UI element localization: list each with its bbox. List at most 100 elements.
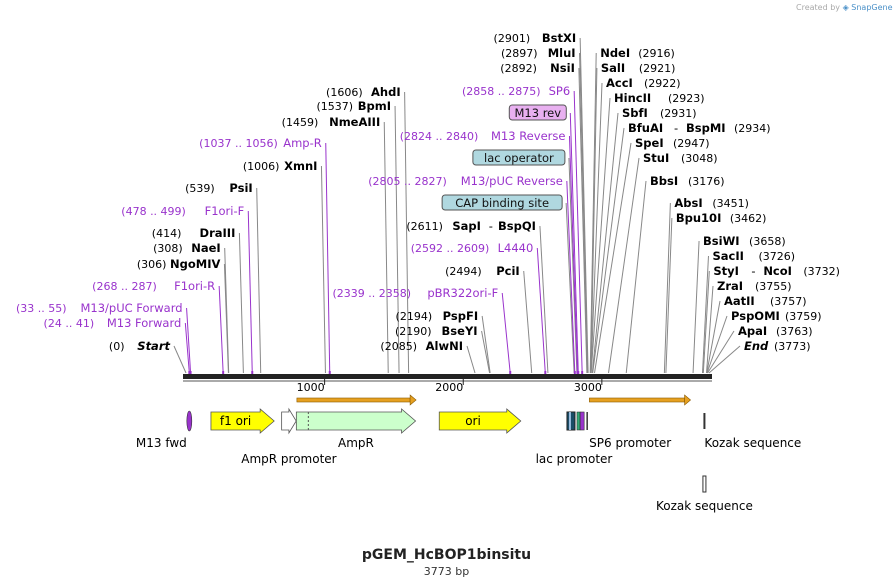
enzyme-label: ZraI(3755): [717, 279, 792, 293]
enzyme-name: NgoMIV: [170, 257, 220, 271]
primer-label: M13 Reverse (2824 .. 2840): [400, 129, 566, 143]
primer-name: F1ori-R: [174, 279, 215, 293]
leader-line: [565, 202, 575, 374]
primer-mark: [251, 371, 254, 374]
feature-label: M13 fwd: [136, 436, 187, 450]
enzyme-label: NaeI(308): [153, 241, 221, 255]
leader-line: [578, 67, 588, 374]
enzyme-coord: (2190): [395, 325, 432, 338]
enzyme-name: MluI: [548, 46, 576, 60]
enzyme-name: ZraI: [717, 279, 743, 293]
enzyme-label: PspOMI(3759): [731, 309, 822, 323]
primer-label: SP6(2858 .. 2875): [462, 84, 570, 98]
primer-label: Amp-R(1037 .. 1056): [199, 136, 322, 150]
leader-line: [320, 165, 326, 374]
leader-line: [573, 90, 583, 374]
endpoint-name: Start: [137, 339, 170, 353]
credit-brand: SnapGene: [851, 3, 893, 12]
enzyme-name: PspFI: [443, 309, 478, 323]
enzyme-coord: (3176): [688, 175, 725, 188]
enzyme-label: StyI-NcoI(3732): [713, 264, 840, 278]
leader-line: [218, 285, 224, 374]
enzyme-coord: (2494): [445, 265, 482, 278]
enzyme-label: AlwNI(2085): [380, 339, 463, 353]
primer-name: M13/pUC Forward: [80, 301, 182, 315]
primer-coord: (33 .. 55): [16, 302, 67, 315]
leader-line: [579, 37, 589, 374]
primer-mark: [188, 371, 191, 374]
primer-coord: (2824 .. 2840): [400, 130, 479, 143]
leader-line: [325, 142, 331, 374]
leader-line: [706, 300, 721, 374]
leader-line: [579, 52, 589, 374]
leader-line: [466, 345, 476, 374]
enzyme-coord: (2892): [500, 62, 537, 75]
enzyme-label: SacII(3726): [712, 249, 795, 263]
leader-line: [184, 322, 190, 374]
ruler-tick-label: 2000: [435, 381, 463, 394]
enzyme-name-2: BspQI: [498, 219, 536, 233]
enzyme-name: AlwNI: [426, 339, 463, 353]
plasmid-length: 3773 bp: [423, 565, 470, 578]
feature-label: lac promoter: [536, 452, 613, 466]
enzyme-name: BstXI: [542, 31, 576, 45]
leader-line: [481, 315, 491, 374]
primer-name: M13/pUC Reverse: [461, 174, 563, 188]
enzyme-name: BpmI: [358, 99, 391, 113]
primer-coord: (2339 .. 2358): [332, 287, 411, 300]
enzyme-label: BfuAI-BspMI(2934): [628, 121, 771, 135]
orf-arrow: [296, 397, 411, 403]
ruler-tick-label: 3000: [574, 381, 602, 394]
enzyme-label: SbfI(2931): [622, 106, 697, 120]
leader-line: [590, 97, 611, 374]
enzyme-name: PsiI: [229, 181, 252, 195]
enzyme-label: StuI(3048): [643, 151, 718, 165]
enzyme-coord: (2934): [734, 122, 771, 135]
primer-mark: [509, 371, 512, 374]
feature-mark: [702, 475, 707, 493]
leader-line: [608, 157, 640, 374]
enzyme-name: AbsI: [674, 196, 702, 210]
leader-line: [594, 142, 632, 374]
leader-line: [224, 247, 230, 374]
enzyme-label: PciI(2494): [445, 264, 520, 278]
leader-line: [692, 240, 700, 374]
enzyme-label: BstXI (2901): [494, 31, 577, 45]
feature-arrow: [210, 408, 275, 434]
primer-name: pBR322ori-F: [427, 286, 498, 300]
feature-label: ori: [465, 414, 481, 428]
enzyme-coord: (2921): [639, 62, 676, 75]
enzyme-name: Bpu10I: [676, 211, 721, 225]
enzyme-coord: (1006): [243, 160, 280, 173]
feature-label: Kozak sequence: [656, 499, 753, 513]
enzyme-coord: (2931): [660, 107, 697, 120]
enzyme-name: DraIII: [200, 226, 236, 240]
leader-line: [539, 225, 549, 374]
enzyme-label: End(3773): [744, 339, 811, 353]
leader-line: [566, 180, 576, 374]
feature-label: f1 ori: [220, 414, 251, 428]
enzyme-name: NmeAIII: [329, 115, 380, 129]
primer-name: M13 Forward: [107, 316, 181, 330]
enzyme-coord: (2901): [494, 32, 531, 45]
primer-label: M13/pUC Forward (33 .. 55): [16, 301, 183, 315]
leader-line: [590, 67, 598, 374]
primer-name: M13 Reverse: [491, 129, 565, 143]
primer-coord: (478 .. 499): [121, 205, 186, 218]
site-labels: Start(0)M13 Forward(24 .. 41)M13/pUC For…: [16, 31, 840, 353]
leader-line: [707, 330, 735, 374]
enzyme-name: StyI: [713, 264, 739, 278]
leader-line: [186, 307, 192, 374]
leader-line: [173, 345, 187, 374]
leader-line: [568, 135, 578, 374]
plasmid-name: pGEM_HcBOP1binsitu: [361, 547, 532, 563]
enzyme-coord: (3763): [776, 325, 813, 338]
enzyme-name: XmnI: [284, 159, 317, 173]
primer-label: F1ori-R(268 .. 287): [92, 279, 215, 293]
leader-line: [592, 127, 625, 374]
feature-mark: [579, 411, 585, 431]
enzyme-coord: (3658): [749, 235, 786, 248]
leader-line: [238, 232, 244, 374]
enzyme-separator: -: [489, 219, 493, 233]
